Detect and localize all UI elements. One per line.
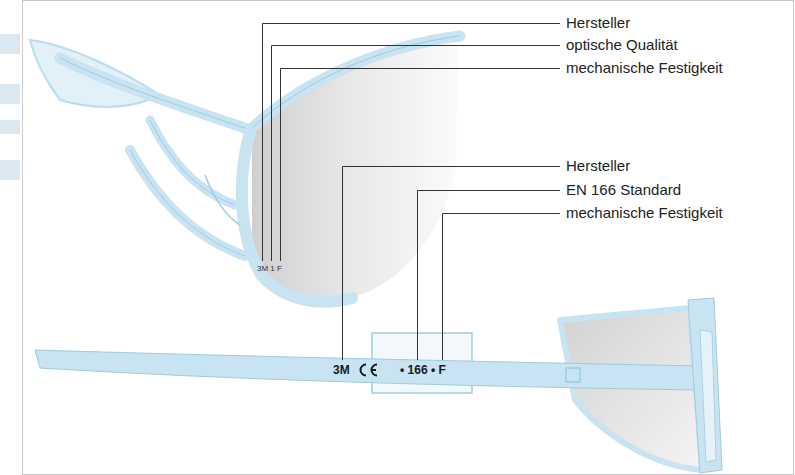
callout-label: mechanische Festigkeit bbox=[566, 59, 723, 77]
side-tabs bbox=[0, 34, 20, 180]
side-view-glasses bbox=[35, 298, 722, 473]
frame-marking: • 166 • F bbox=[400, 363, 446, 377]
ce-mark bbox=[361, 365, 378, 376]
panel-border bbox=[23, 1, 794, 475]
front-view-glasses bbox=[30, 36, 460, 302]
callout-label: Hersteller bbox=[566, 14, 630, 32]
lens-marking: 3M 1 F bbox=[257, 264, 282, 273]
callout-label: mechanische Festigkeit bbox=[566, 204, 723, 222]
callout-label: optische Qualität bbox=[566, 36, 678, 54]
frame-marking: 3M bbox=[333, 363, 350, 377]
leader-lines bbox=[263, 24, 561, 361]
callout-label: EN 166 Standard bbox=[566, 181, 681, 199]
callout-label: Hersteller bbox=[566, 157, 630, 175]
